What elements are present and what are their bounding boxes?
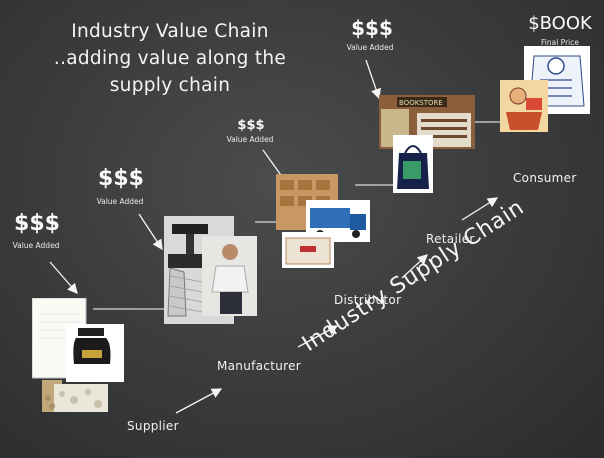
label-distributor: Distributor [334,293,402,307]
arrow-money-2 [138,213,163,251]
stage-2-caption: Value Added [96,197,144,206]
stage-4-caption: Value Added [346,43,394,52]
distributor-image [276,174,370,268]
arrow-stage-3 [401,254,428,279]
stage-1-money: $$$ [14,211,60,236]
supplier-image [32,298,124,412]
manufacturer-image [164,216,257,324]
label-manufacturer: Manufacturer [217,359,301,373]
retailer-image: BOOKSTORE [379,95,475,193]
stage-1-caption: Value Added [12,241,60,250]
final-money: $BOOK [528,13,592,34]
consumer-image [500,46,590,132]
label-supplier: Supplier [127,419,179,433]
stage-2-money: $$$ [98,166,144,191]
arrow-money-4 [365,59,381,100]
arrow-stage-1 [175,388,223,414]
svg-text:BOOKSTORE: BOOKSTORE [399,99,443,107]
arrow-stage-4 [461,197,499,221]
slide-title: Industry Value Chain ..adding value alon… [20,18,320,99]
arrow-money-1 [49,261,78,294]
title-line-2: ..adding value along the [53,48,287,69]
label-consumer: Consumer [513,171,577,185]
stage-4-money: $$$ [351,16,393,40]
label-retailer: Retailer [426,232,475,246]
stage-3-caption: Value Added [226,135,274,144]
title-line-1: Industry Value Chain [71,21,269,42]
stage-3-money: $$$ [237,118,265,133]
arrow-stage-2 [297,325,339,348]
final-caption: Final Price [541,38,579,47]
title-line-3: supply chain [109,75,231,96]
